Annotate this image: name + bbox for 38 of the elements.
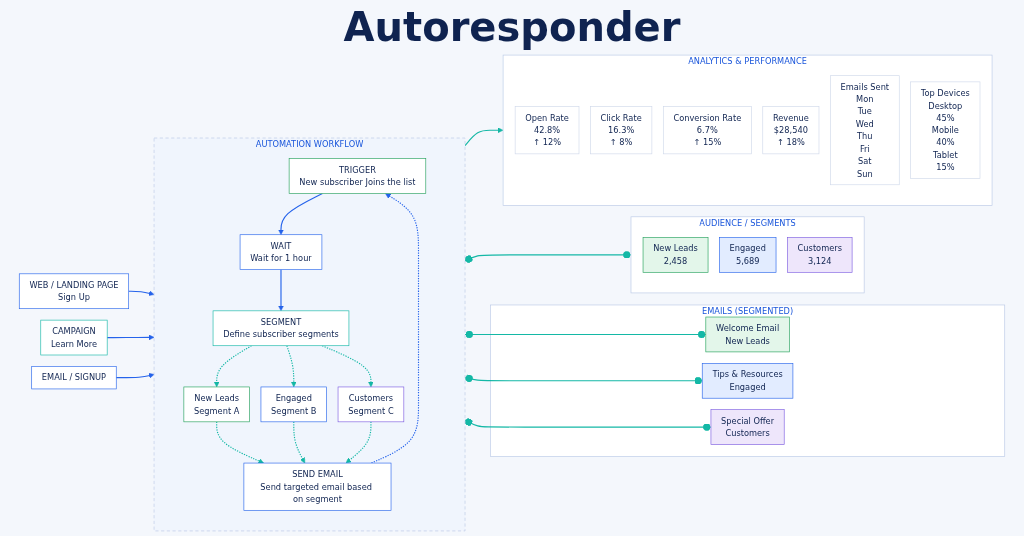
connector (464, 251, 632, 263)
node-box: Engaged 5,689 (719, 237, 777, 273)
node-box: Customers 3,124 (787, 237, 853, 273)
node-box: SEND EMAIL Send targeted email based on segment (243, 462, 392, 511)
arrow (293, 421, 306, 464)
node-box: New Leads Segment A (183, 386, 250, 423)
title: Autoresponder (343, 4, 681, 50)
connector (464, 418, 712, 431)
node-box: EMAIL / SIGNUP (31, 366, 117, 390)
node-box: WEB / LANDING PAGE Sign Up (18, 273, 129, 309)
arrow (464, 127, 504, 147)
connector (464, 330, 707, 339)
node-box: Open Rate 42.8% ↑ 12% (514, 106, 580, 155)
arrow (278, 269, 284, 312)
arrow (128, 290, 155, 296)
node-box: Special Offer Customers (710, 409, 785, 445)
node-box: Click Rate 16.3% ↑ 8% (590, 106, 653, 155)
node-box: New Leads 2,458 (642, 237, 709, 273)
node-box: Emails Sent Mon Tue Wed Thu Fri Sat Sun (830, 75, 900, 186)
arrow (345, 421, 372, 464)
node-box: Tips & Resources Engaged (701, 363, 794, 399)
node-box: TRIGGER New subscriber Joins the list (288, 158, 427, 194)
connector (464, 374, 703, 385)
node-box: Customers Segment C (337, 386, 405, 423)
arrow (115, 372, 155, 379)
node-box: Top Devices Desktop 45% Mobile 40% Tablet 15% (910, 81, 981, 179)
arrow (213, 345, 253, 388)
node-box: Revenue $28,540 ↑ 18% (762, 106, 820, 155)
arrow (106, 334, 155, 341)
arrow (278, 192, 323, 235)
node-box: CAMPAIGN Learn More (40, 319, 108, 356)
node-box: Welcome Email New Leads (705, 316, 790, 353)
node-box: WAIT Wait for 1 hour (239, 234, 323, 270)
node-box: Engaged Segment B (260, 386, 327, 423)
arrow (286, 345, 297, 388)
node-box: Conversion Rate 6.7% ↑ 15% (663, 106, 752, 155)
node-box: SEGMENT Define subscriber segments (212, 310, 350, 347)
arrow (216, 421, 264, 464)
